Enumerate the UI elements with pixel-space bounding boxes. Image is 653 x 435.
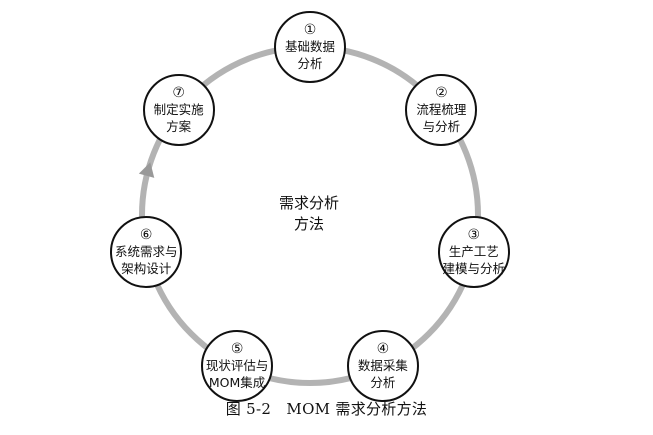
node-label-line-1: 现状评估与: [205, 358, 269, 374]
node-number: ⑤: [230, 341, 244, 358]
node-label-line-1: 流程梳理: [416, 102, 467, 118]
node-number: ④: [376, 341, 390, 358]
center-label-line-1: 需求分析: [278, 194, 339, 212]
node-number: ⑥: [139, 227, 153, 244]
node-label-line-2: 分析: [370, 375, 396, 391]
node-number: ②: [435, 85, 448, 102]
node-label-line-2: 方案: [166, 119, 192, 135]
center-label-line-2: 方法: [293, 215, 324, 233]
center-label: 需求分析 方法: [254, 193, 364, 235]
node-label-line-2: 架构设计: [121, 261, 172, 277]
figure-number: 图 5-2: [225, 400, 272, 418]
node-number: ③: [467, 227, 481, 244]
node-data-collection: ④ 数据采集 分析: [346, 330, 419, 403]
node-label-line-2: 分析: [297, 56, 323, 71]
node-label-line-1: 系统需求与: [114, 244, 178, 260]
node-label-line-1: 基础数据: [284, 39, 335, 54]
node-status-assessment: ⑤ 现状评估与 MOM集成: [201, 330, 274, 403]
node-implementation-plan: ⑦ 制定实施 方案: [142, 74, 215, 147]
node-number: ⑦: [172, 85, 185, 102]
node-label-line-1: 数据采集: [357, 358, 408, 374]
figure-title: MOM 需求分析方法: [286, 400, 428, 418]
node-basic-data-analysis: ① 基础数据 分析: [274, 11, 346, 83]
node-label-line-2: 与分析: [422, 119, 461, 135]
node-label-line-1: 生产工艺: [448, 244, 499, 260]
node-label-line-1: 制定实施: [153, 102, 204, 118]
node-label-line-2: 建模与分析: [442, 261, 506, 277]
node-label-line-2: MOM集成: [208, 375, 266, 391]
cycle-diagram: 需求分析 方法 ① 基础数据 分析 ② 流程梳理 与分析 ③ 生产工艺 建模与分…: [110, 11, 510, 403]
arrow-head-icon: [138, 162, 155, 178]
node-number: ①: [303, 22, 317, 38]
figure-caption: 图 5-2 MOM 需求分析方法: [0, 398, 653, 419]
node-production-modeling: ③ 生产工艺 建模与分析: [437, 216, 510, 289]
node-requirements-architecture: ⑥ 系统需求与 架构设计: [110, 216, 183, 289]
node-process-analysis: ② 流程梳理 与分析: [405, 74, 478, 147]
